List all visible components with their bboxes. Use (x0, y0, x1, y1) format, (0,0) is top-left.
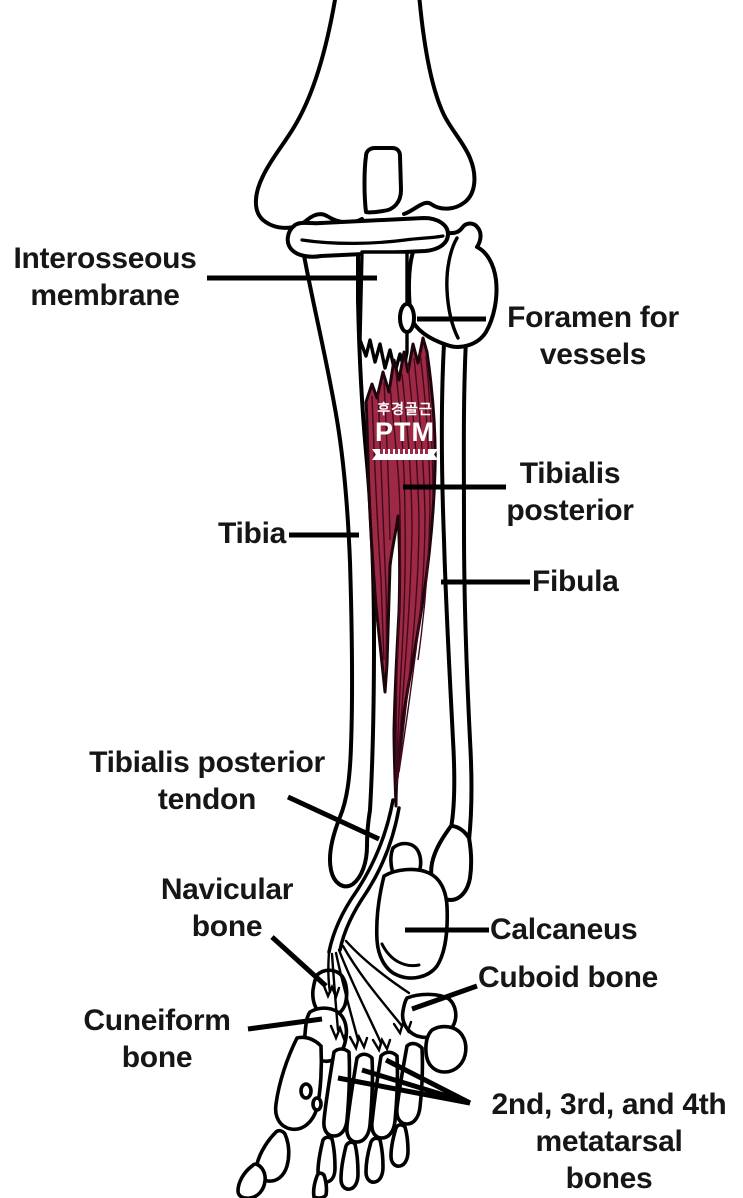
label-tibialis-posterior-tendon: Tibialis posterior tendon (89, 746, 325, 816)
calcaneus-inner-line (380, 942, 421, 968)
femur-bone (253, 0, 477, 230)
leader-cuneiform (247, 1016, 323, 1032)
sesamoid-2 (311, 1096, 323, 1112)
watermark-ptm-text: PTM (375, 417, 435, 447)
mt5-base (424, 1024, 468, 1074)
foramen-oval (398, 302, 416, 334)
label-cuneiform-bone: Cuneiform bone (83, 1004, 231, 1074)
label-tibialis-posterior: Tibialis posterior (506, 457, 634, 527)
tibial-plateau (285, 216, 450, 259)
leader-tendon (286, 794, 381, 842)
leader-navicular (270, 935, 328, 988)
interosseous-membrane-shape (358, 250, 409, 374)
third-metatarsal (345, 1052, 375, 1144)
watermark-korean-text: 후경골근 (377, 401, 433, 417)
label-foramen-for-vessels: Foramen for vessels (507, 301, 679, 371)
watermark: 후경골근 PTM (366, 401, 444, 460)
tendon-fan-slips (322, 939, 413, 1053)
calcaneus-bone (374, 867, 450, 980)
tibialis-posterior-tendon-lines (322, 798, 413, 1053)
label-cuboid-bone: Cuboid bone (478, 961, 658, 994)
sesamoid-1 (299, 1082, 313, 1100)
intercondylar-notch (362, 146, 403, 215)
label-fibula: Fibula (532, 565, 619, 598)
label-navicular-bone: Navicular bone (160, 873, 294, 943)
leader-metatarsal-3 (361, 1067, 471, 1106)
big-toe-proximal (254, 1128, 291, 1183)
muscle-fibers (371, 351, 434, 789)
label-metatarsal-bones: 2nd, 3rd, and 4th metatarsal bones (491, 1088, 727, 1195)
label-calcaneus: Calcaneus (490, 913, 638, 946)
leader-lines (207, 275, 530, 1106)
leader-cuboid (411, 983, 478, 1012)
first-metatarsal (273, 1035, 324, 1132)
label-tibia: Tibia (218, 517, 286, 550)
label-interosseous-membrane: Interosseous membrane (13, 242, 197, 312)
watermark-ribbon (372, 449, 438, 460)
big-toe-distal (236, 1162, 267, 1198)
second-metatarsal (322, 1047, 352, 1138)
leader-metatarsal-4 (384, 1057, 472, 1106)
